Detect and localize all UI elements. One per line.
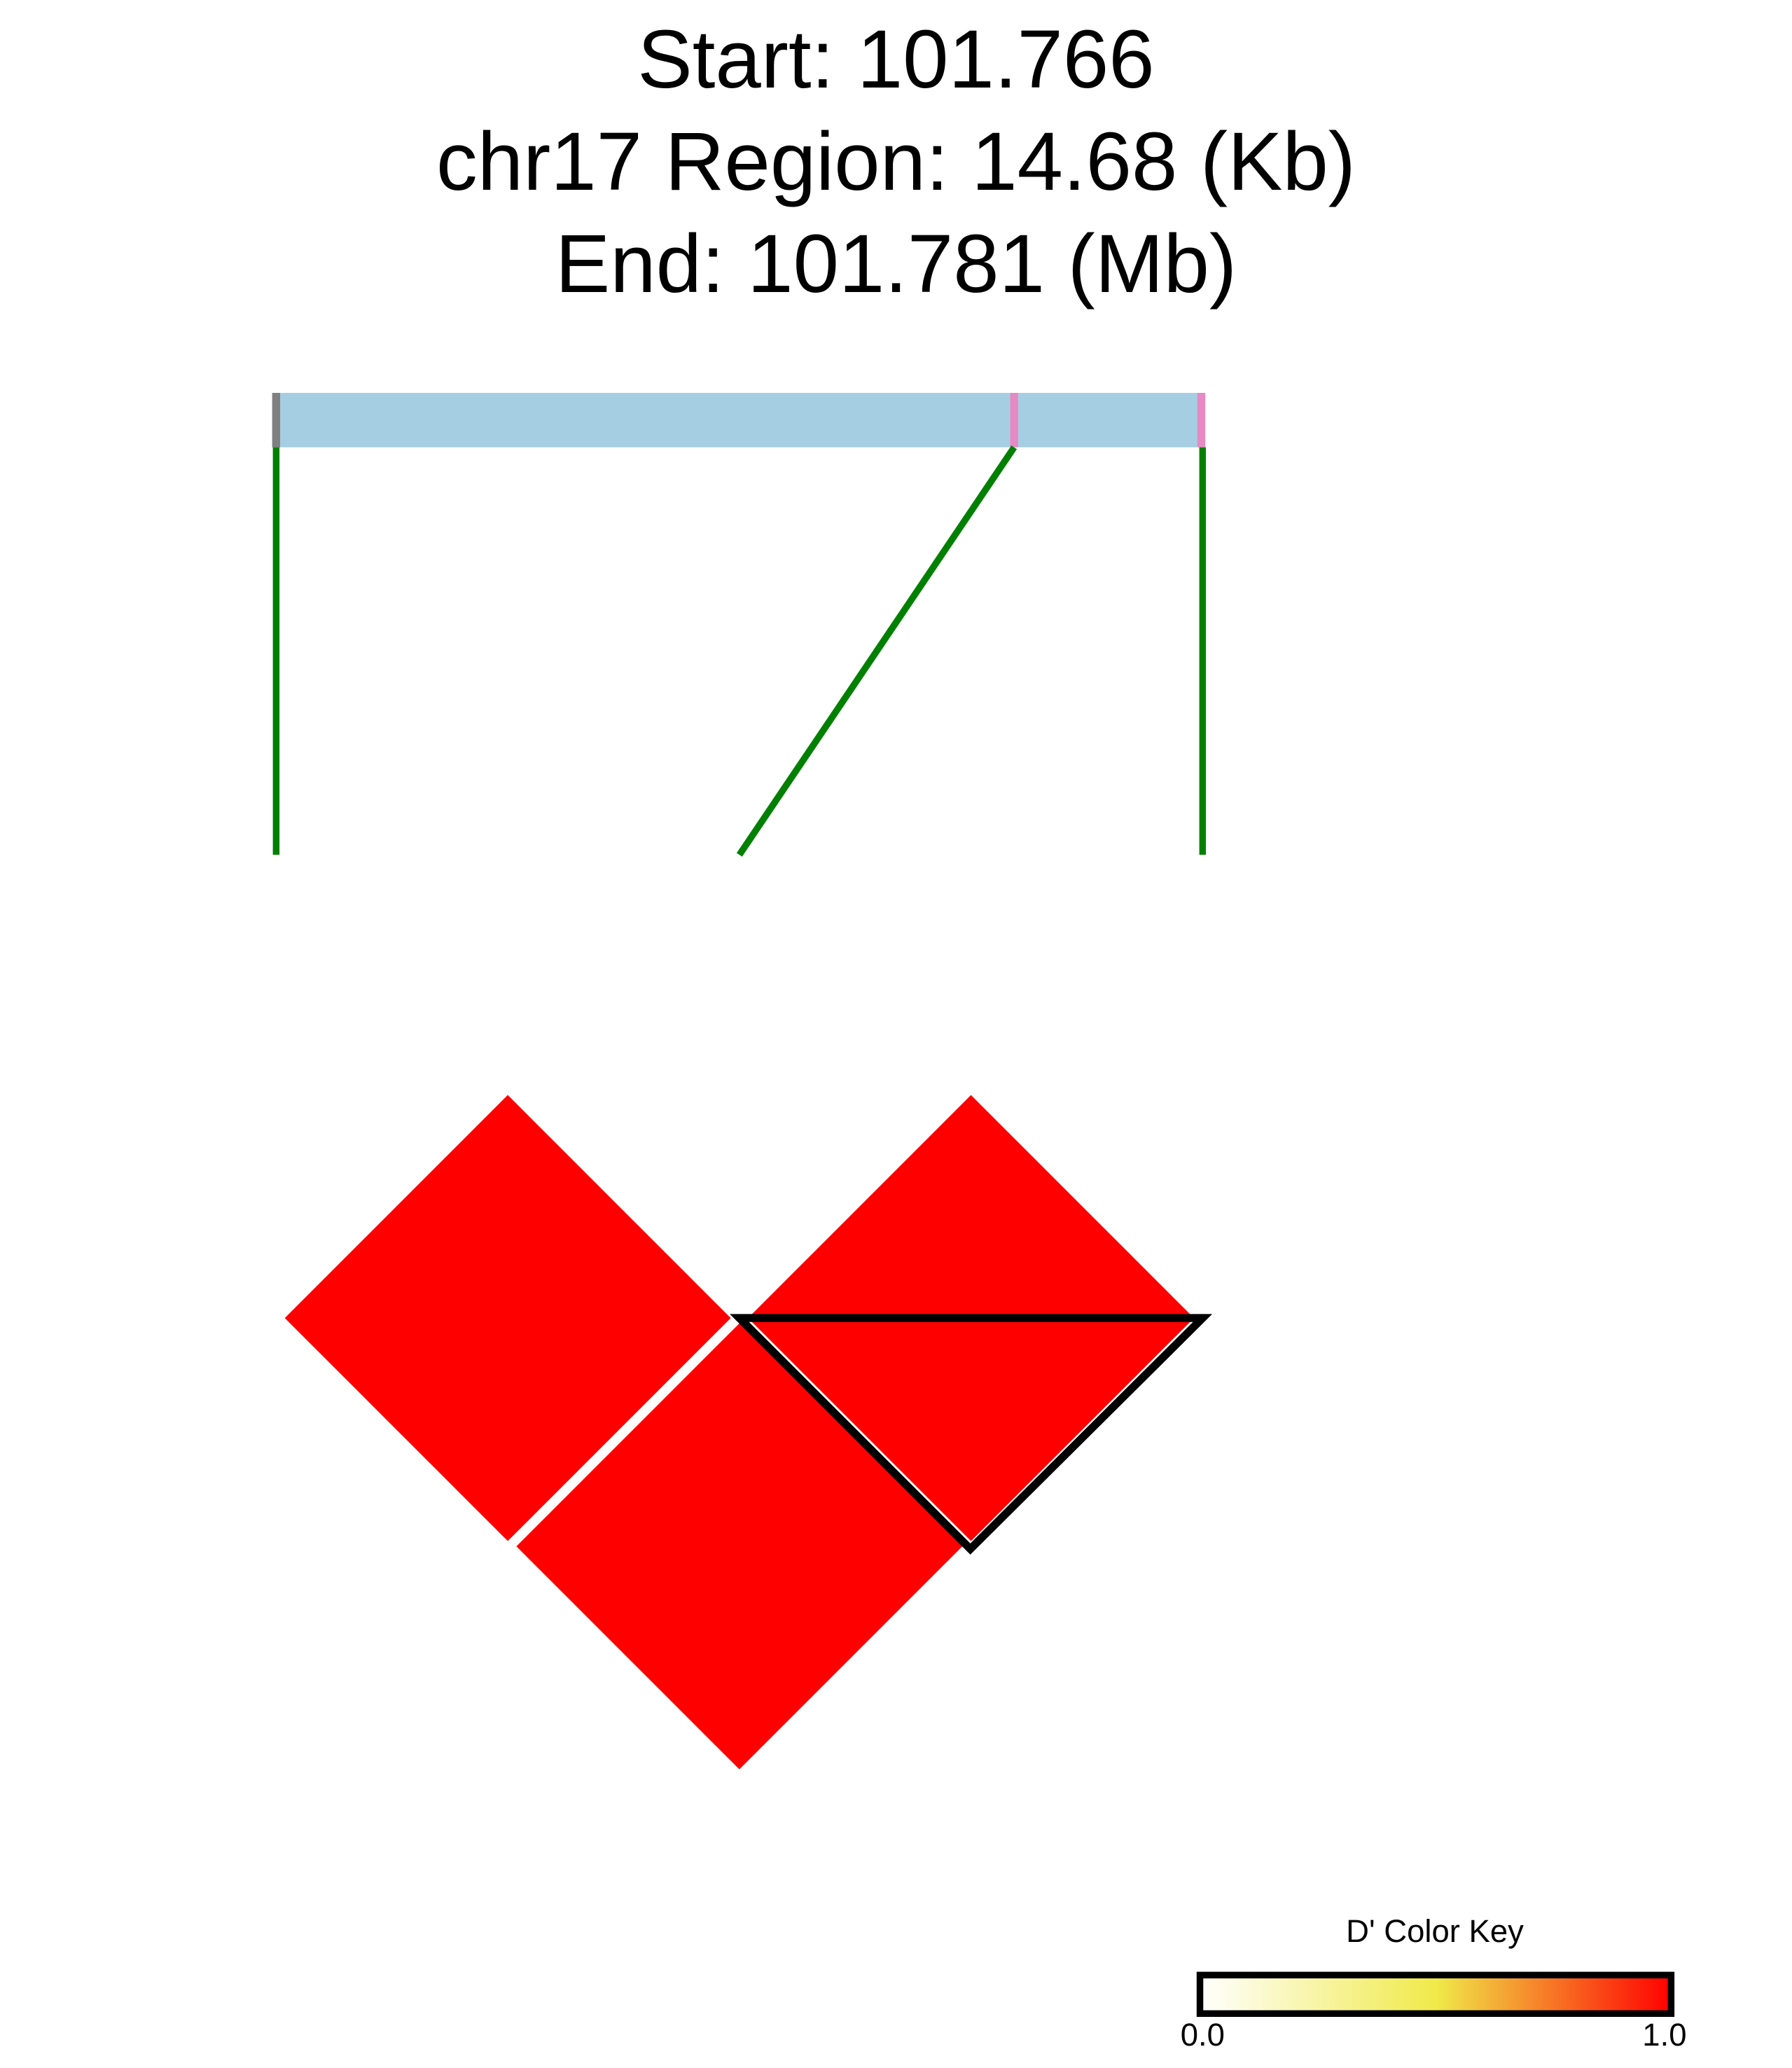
snp-marker-3 bbox=[1197, 393, 1206, 447]
title-region: chr17 Region: 14.68 (Kb) bbox=[436, 116, 1356, 207]
color-key-title: D' Color Key bbox=[1346, 1913, 1524, 1949]
color-key-bar bbox=[1196, 1971, 1675, 2018]
connector-2 bbox=[736, 445, 1017, 857]
snp-marker-1 bbox=[272, 393, 281, 447]
color-key-min: 0.0 bbox=[1181, 2017, 1225, 2053]
title-end: End: 101.781 (Mb) bbox=[555, 218, 1237, 310]
title-start: Start: 101.766 bbox=[637, 13, 1154, 105]
color-key-max: 1.0 bbox=[1642, 2017, 1686, 2053]
snp-marker-2 bbox=[1010, 393, 1018, 447]
ld-block-outline bbox=[730, 1314, 1213, 1555]
ld-cells bbox=[284, 1095, 1195, 1770]
region-bar bbox=[272, 393, 1206, 447]
